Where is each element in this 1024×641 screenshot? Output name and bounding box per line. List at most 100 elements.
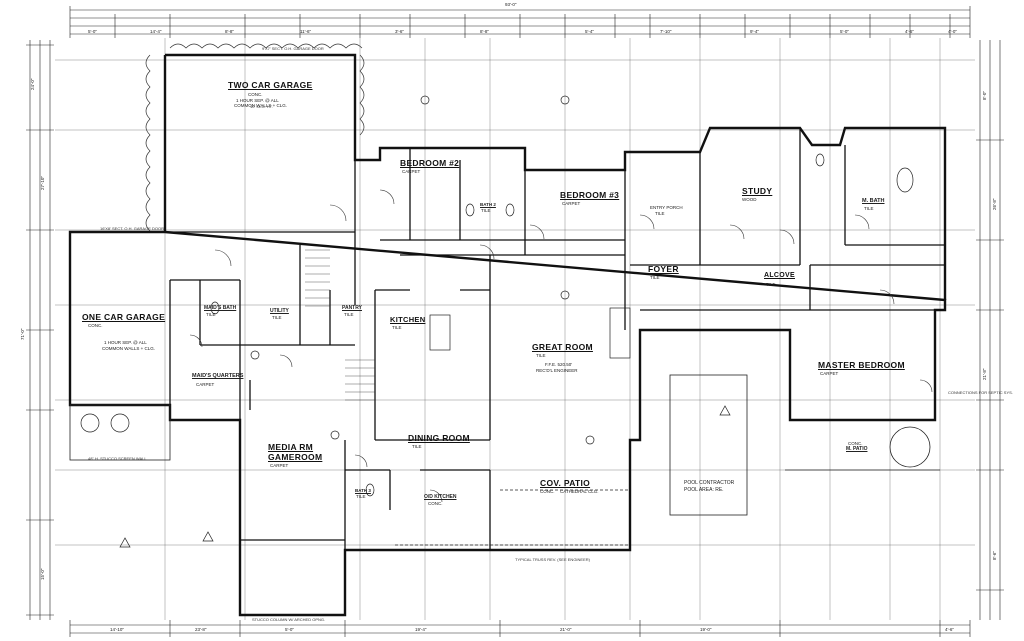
gameroom-label: GAMEROOM <box>268 452 323 462</box>
top-dim-7: 5'-4" <box>585 29 594 34</box>
right-dim-3: 21'-8" <box>982 368 987 380</box>
master-bedroom-label: MASTER BEDROOM <box>818 360 905 370</box>
exterior-walls <box>68 53 947 617</box>
media-room-label: MEDIA RM <box>268 442 314 452</box>
top-dim-12: 4'-0" <box>948 29 957 34</box>
stucco-wall-note: 48" H. STUCCO SCREEN WALL <box>88 456 147 461</box>
right-dim-4: 8'-6" <box>992 551 997 560</box>
cov-patio-finish: CONC. <box>540 489 555 494</box>
bottom-dim-6: 19'-0" <box>700 627 712 632</box>
kitchen-label: KITCHEN <box>390 315 426 324</box>
great-room-label: GREAT ROOM <box>532 342 593 352</box>
pantry-finish: TILE <box>344 312 354 317</box>
left-dim-4: 15'-0" <box>40 568 45 580</box>
master-bath-label: M. BATH <box>862 198 885 204</box>
foyer-label: FOYER <box>648 264 679 274</box>
truss-note: TYPICAL TRUSS REV. (SEE ENGINEER) <box>515 557 590 562</box>
dimension-ticks <box>26 6 1004 637</box>
bath2-finish: TILE <box>481 208 491 213</box>
utility-finish: TILE <box>272 315 282 320</box>
kitchen-finish: TILE <box>392 325 402 330</box>
pool-area-label: POOL AREA: RE. <box>684 487 724 493</box>
top-dim-1: 5'-0" <box>88 29 97 34</box>
entry-porch-finish: TILE <box>655 211 665 216</box>
bottom-dim-3: 5'-0" <box>285 627 294 632</box>
overall-width-dim: 93'-0" <box>505 2 517 7</box>
two-car-garage-label: TWO CAR GARAGE <box>228 80 313 90</box>
plumbing-fixtures <box>80 153 914 497</box>
two-car-garage-finish: CONC. <box>248 92 263 97</box>
dining-room-label: DINING ROOM <box>408 433 470 443</box>
interior-walls <box>165 128 945 550</box>
outdoor-kitchen-finish: CONC. <box>428 501 443 506</box>
garage-door-mid-note: 16'X8' SECT. O.H. GARAGE DOOR <box>100 226 164 231</box>
bottom-dim-2: 23'-8" <box>195 627 207 632</box>
grid-reference-lines <box>55 38 975 620</box>
bottom-dim-1: 14'-10" <box>110 627 124 632</box>
foyer-finish: TILE <box>650 275 660 280</box>
one-car-garage-finish: CONC. <box>88 323 103 328</box>
ceiling-note: 10' CLG. HT. <box>250 104 273 109</box>
stair-lines <box>305 249 375 401</box>
bedroom2-finish: CARPET <box>402 169 421 174</box>
bedroom3-label: BEDROOM #3 <box>560 190 620 200</box>
bottom-dim-7: 4'-6" <box>945 627 954 632</box>
two-car-garage-note1: 1 HOUR SEP. @ ALL <box>236 98 279 103</box>
study-label: STUDY <box>742 186 773 196</box>
one-car-garage-note2: COMMON WALLS + CLG. <box>102 346 155 351</box>
bedroom2-label: BEDROOM #2 <box>400 158 460 168</box>
utility-label: UTILITY <box>270 308 289 314</box>
pantry-label: PANTRY <box>342 305 362 311</box>
top-dim-9: 9'-4" <box>750 29 759 34</box>
left-dim-1: 24'-0" <box>30 78 35 90</box>
pool-contractor-label: POOL CONTRACTOR <box>684 480 735 486</box>
top-dim-4: 11'-6" <box>300 29 312 34</box>
one-car-garage-label: ONE CAR GARAGE <box>82 312 166 322</box>
great-room-finish: TILE <box>536 353 546 358</box>
maids-bath-label: MAID'S BATH <box>204 305 237 311</box>
great-room-ffe: F.F.E. 520.50' <box>545 362 573 367</box>
top-dim-6: 8'-8" <box>480 29 489 34</box>
top-dim-8: 7'-10" <box>660 29 672 34</box>
bottom-dim-5: 21'-0" <box>560 627 572 632</box>
maids-bath-finish: TILE <box>206 312 216 317</box>
top-dim-2: 14'-4" <box>150 29 162 34</box>
m-patio-label: M. PATIO <box>846 446 868 452</box>
left-dim-2: 27'-10" <box>40 176 45 190</box>
top-dim-5: 3'-6" <box>395 29 404 34</box>
media-room-finish: CARPET <box>270 463 289 468</box>
patio-outlines <box>69 374 940 546</box>
maids-quarters-label: MAID'S QUARTERS <box>192 373 244 379</box>
cov-patio-label: COV. PATIO <box>540 478 591 488</box>
dimension-lines <box>29 9 1001 634</box>
maids-quarters-finish: CARPET <box>196 382 215 387</box>
bottom-dim-4: 19'-4" <box>415 627 427 632</box>
garage-hedge <box>145 43 365 232</box>
bath2-label: BATH 2 <box>480 202 496 207</box>
m-patio-finish: CONC. <box>848 441 863 446</box>
right-dim-2: 26'-8" <box>992 198 997 210</box>
top-dim-11: 4'-6" <box>905 29 914 34</box>
top-dim-10: 5'-0" <box>840 29 849 34</box>
alcove-label: ALCOVE <box>764 272 795 279</box>
right-dim-1: 8'-0" <box>982 91 987 100</box>
alcove-finish: TILE <box>766 282 776 287</box>
bath3-label: BATH 3 <box>355 488 371 493</box>
left-dim-3: 71'-0" <box>20 328 25 340</box>
dining-room-finish: TILE <box>412 444 422 449</box>
garage-door-top-note: 9'X7' SECT. O.H. GARAGE DOOR <box>262 46 324 51</box>
master-bedroom-finish: CARPET <box>820 371 839 376</box>
study-finish: WOOD <box>742 197 757 202</box>
door-swings <box>189 189 933 503</box>
north-arrow-markers <box>119 95 731 548</box>
great-room-engineer: REC'D'L ENGINEER <box>536 368 578 373</box>
two-car-garage-note2: COMMON WALLS + CLG. <box>234 103 287 108</box>
outdoor-kitchen-label: O/D KITCHEN <box>424 494 457 500</box>
master-bath-finish: TILE <box>864 206 874 211</box>
top-dim-3: 8'-8" <box>225 29 234 34</box>
entry-porch-label: ENTRY PORCH <box>650 205 683 210</box>
septic-note: CONNECTIONS FOR SEPTIC SYS. <box>948 390 1013 395</box>
cov-patio-note: CATHEDRAL CLG. <box>560 489 599 494</box>
bedroom3-finish: CARPET <box>562 201 581 206</box>
